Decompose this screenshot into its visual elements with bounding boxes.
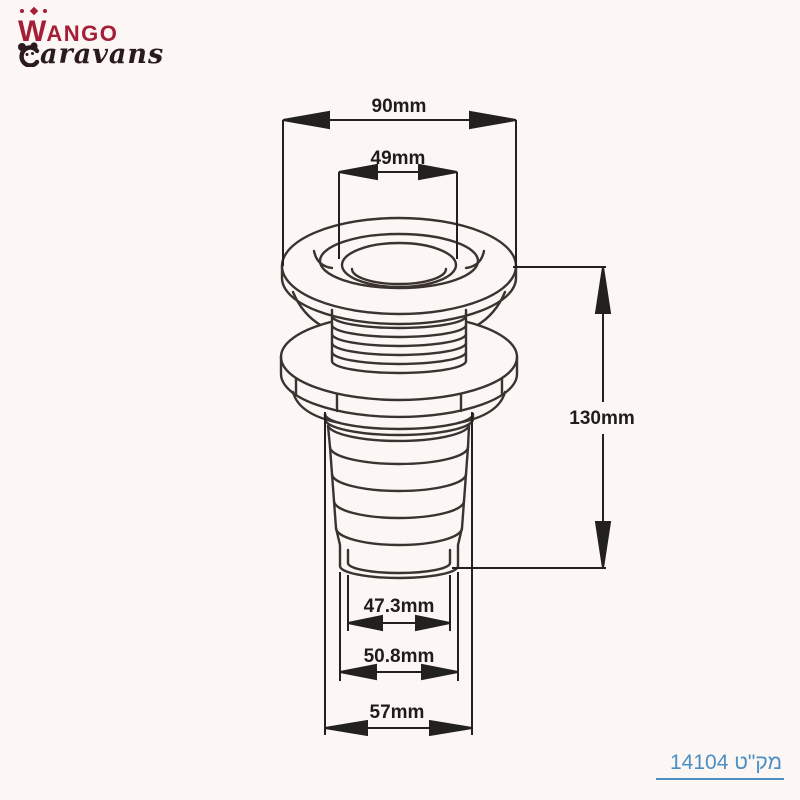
brand-subtitle: aravans — [16, 40, 164, 68]
fitting-hose-barb — [323, 412, 475, 580]
wango-caravans-logo: WANGO aravans — [16, 6, 164, 68]
dimension-label-130mm: 130mm — [569, 408, 635, 429]
dimension-label-47-3mm: 47.3mm — [364, 596, 435, 617]
dimension-hose-outer: 50.8mm — [339, 572, 459, 681]
dimension-opening: 49mm — [338, 148, 458, 259]
dimension-overall-height: 130mm — [452, 266, 635, 569]
dimension-label-90mm: 90mm — [372, 96, 427, 117]
catalog-number-link[interactable]: מק"ט 14104 — [655, 751, 784, 780]
brand-name-text: ANGO — [46, 21, 119, 46]
dimension-flange-outer: 90mm — [282, 96, 517, 266]
dimension-label-50-8mm: 50.8mm — [364, 646, 435, 667]
crown-icon — [20, 6, 47, 16]
fitting-flange — [280, 216, 518, 326]
dimension-barb-max: 57mm — [324, 412, 473, 737]
brand-name: WANGO — [18, 6, 164, 48]
dimension-label-49mm: 49mm — [371, 148, 426, 169]
brand-subtitle-text: aravans — [40, 39, 165, 70]
dimension-hose-inner: 47.3mm — [347, 575, 451, 632]
fitting-threads — [330, 300, 468, 375]
dimension-label-57mm: 57mm — [370, 702, 425, 723]
panda-c-icon — [18, 42, 40, 67]
brand-initial-letter: W — [18, 15, 47, 48]
